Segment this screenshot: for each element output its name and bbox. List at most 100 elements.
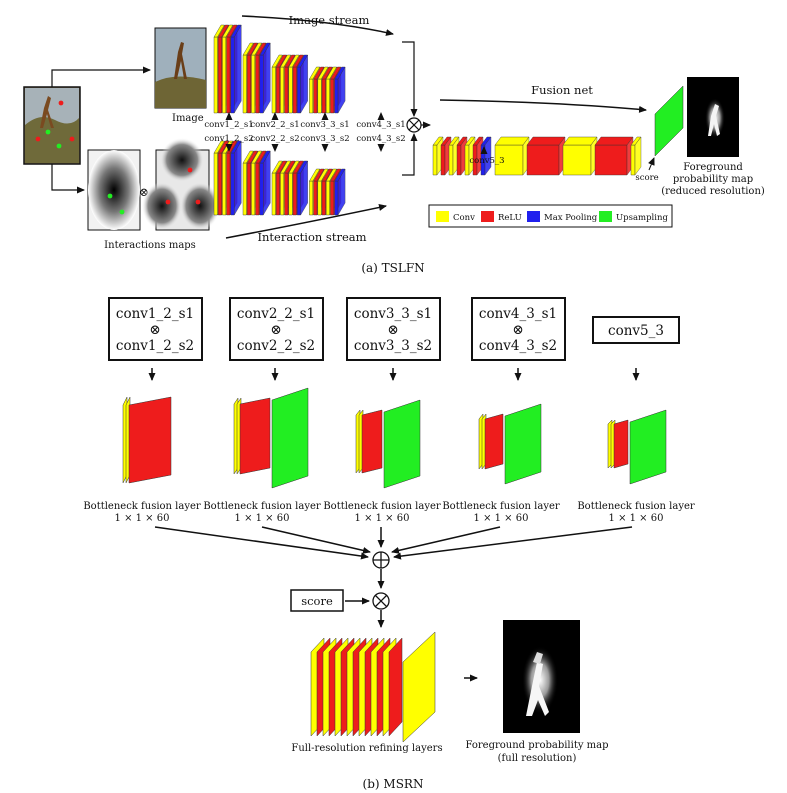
bottleneck-label-5: Bottleneck fusion layer — [577, 501, 695, 512]
label-conv1-2-s2: conv1_2_s2 — [204, 134, 253, 144]
fusion-net-curve — [439, 99, 647, 113]
caption-b: (b) MSRN — [363, 777, 424, 791]
tap-arrows — [225, 112, 385, 152]
image-thumbnail — [154, 27, 207, 109]
msrn-box-2: conv2_2_s1 ⊗ conv2_2_s2 — [229, 297, 324, 361]
arrow-to-maps — [51, 164, 85, 194]
fusion-layer-11 — [630, 136, 642, 176]
box3-top: conv3_3_s1 — [354, 306, 432, 322]
bottleneck-3-relu — [361, 409, 383, 474]
int-layer-23 — [334, 168, 346, 216]
bottleneck-dims-5: 1 × 1 × 60 — [609, 513, 664, 524]
output-b-line1: Foreground probability map — [465, 740, 608, 751]
legend-conv: Conv — [453, 213, 475, 223]
label-conv3-3-s2: conv3_3_s2 — [300, 134, 349, 144]
arrow-to-image — [51, 66, 151, 87]
bottleneck-5-relu — [613, 419, 629, 469]
output-b-line2: (full resolution) — [498, 753, 577, 764]
interaction-stream-layers — [213, 140, 346, 216]
bottleneck-1-relu — [128, 396, 172, 484]
box2-mid: ⊗ — [270, 322, 281, 338]
bottleneck-label-1: Bottleneck fusion layer — [83, 501, 201, 512]
bottleneck-4-upsampling — [504, 403, 542, 485]
box-to-block-arrows — [148, 368, 640, 381]
msrn-box-4: conv4_3_s1 ⊗ conv4_3_s2 — [471, 297, 566, 361]
bottleneck-5-upsampling — [629, 409, 667, 485]
legend-upsampling: Upsampling — [616, 213, 668, 223]
image-stream-label: Image stream — [289, 13, 370, 27]
int-layer-16 — [296, 160, 309, 216]
upsampling-layer — [654, 85, 684, 157]
bottleneck-4-relu — [484, 413, 504, 470]
int-layer-4 — [230, 140, 242, 216]
label-conv4-3-s1: conv4_3_s1 — [356, 120, 405, 130]
bottleneck-dims-1: 1 × 1 × 60 — [115, 513, 170, 524]
output-a-line1: Foreground — [683, 162, 743, 173]
box3-bottom: conv3_3_s2 — [354, 338, 432, 354]
fusion-layer-10 — [594, 136, 634, 176]
refining-layers — [310, 631, 436, 743]
legend-swatch-relu — [481, 211, 494, 222]
score-box — [290, 589, 344, 612]
bottleneck-label-3: Bottleneck fusion layer — [323, 501, 441, 512]
box2-top: conv2_2_s1 — [237, 306, 315, 322]
output-a-line2: probability map — [673, 174, 753, 185]
refining-final-conv — [402, 631, 436, 743]
label-conv1-2-s1: conv1_2_s1 — [204, 120, 253, 130]
fusion-net-layers — [432, 85, 684, 176]
box1-mid: ⊗ — [149, 322, 160, 338]
bottleneck-dims-3: 1 × 1 × 60 — [355, 513, 410, 524]
arrow-interaction-to-merge — [402, 133, 418, 176]
box2-bottom: conv2_2_s2 — [237, 338, 315, 354]
label-conv2-2-s1: conv2_2_s1 — [250, 120, 299, 130]
fusion-layer-8 — [526, 136, 566, 176]
label-conv4-3-s2: conv4_3_s2 — [356, 134, 405, 144]
score-label-b: score — [301, 594, 333, 608]
msrn-box-3: conv3_3_s1 ⊗ conv3_3_s2 — [346, 297, 441, 361]
box1-bottom: conv1_2_s2 — [116, 338, 194, 354]
otimes-maps: ⊗ — [139, 185, 149, 199]
fusion-net-label: Fusion net — [531, 83, 593, 97]
box4-top: conv4_3_s1 — [479, 306, 557, 322]
image-stream-layers — [213, 24, 346, 114]
bottleneck-dims-2: 1 × 1 × 60 — [235, 513, 290, 524]
bottleneck-label-4: Bottleneck fusion layer — [442, 501, 560, 512]
bottleneck-dims-4: 1 × 1 × 60 — [474, 513, 529, 524]
otimes-cross-b — [375, 595, 387, 607]
legend-swatch-maxpool — [527, 211, 540, 222]
box4-bottom: conv4_3_s2 — [479, 338, 557, 354]
output-a-line3: (reduced resolution) — [661, 186, 765, 197]
int-layer-9 — [259, 150, 271, 216]
arrow-image-to-merge — [402, 41, 418, 117]
msrn-box-1: conv1_2_s1 ⊗ conv1_2_s2 — [108, 297, 203, 361]
box3-mid: ⊗ — [387, 322, 398, 338]
interactions-maps-label: Interactions maps — [104, 240, 196, 251]
fusion-layer-9 — [562, 136, 598, 176]
converging-arrows — [154, 526, 633, 560]
legend: Conv ReLU Max Pooling Upsampling — [428, 204, 673, 228]
oplus-cross — [373, 552, 389, 568]
caption-a: (a) TSLFN — [361, 261, 424, 275]
msrn-box-5: conv5_3 — [592, 316, 680, 344]
legend-swatch-upsampling — [599, 211, 612, 222]
image-label: Image — [172, 113, 204, 124]
input-photo — [23, 86, 81, 165]
label-conv2-2-s2: conv2_2_s2 — [250, 134, 299, 144]
img-layer-16 — [296, 54, 309, 114]
image-stream-curve — [241, 15, 394, 36]
box1-top: conv1_2_s1 — [116, 306, 194, 322]
img-layer-23 — [334, 66, 346, 114]
score-label-a: score — [635, 173, 658, 183]
interaction-map-negative — [142, 138, 220, 231]
bottleneck-2-upsampling — [271, 387, 309, 489]
bottleneck-label-2: Bottleneck fusion layer — [203, 501, 321, 512]
bottleneck-3-upsampling — [383, 399, 421, 489]
interaction-map-positive — [87, 149, 141, 231]
box4-mid: ⊗ — [512, 322, 523, 338]
bottleneck-2-relu — [239, 397, 271, 475]
arrow-score — [648, 157, 655, 171]
legend-maxpool: Max Pooling — [544, 213, 598, 223]
merge-otimes-cross — [408, 119, 420, 131]
refining-layer-13 — [388, 637, 403, 737]
